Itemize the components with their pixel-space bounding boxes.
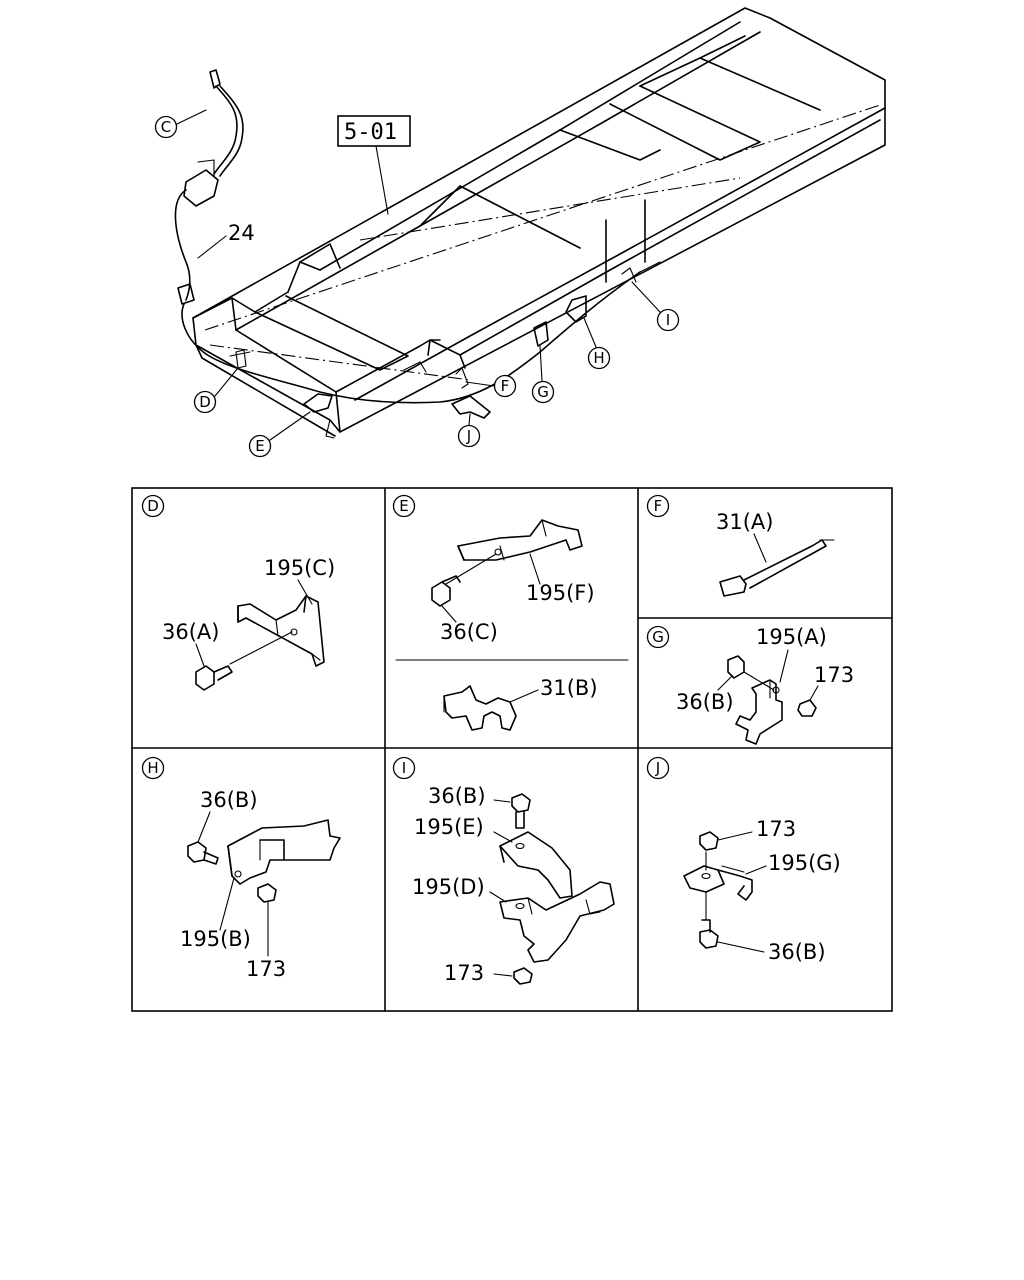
detail-e: E 195(F) 36(C) 31(B) [392,494,598,731]
label-36a: 36(A) [162,620,219,644]
label-173-i: 173 [444,961,484,985]
label-195a: 195(A) [756,625,827,649]
label-195d: 195(D) [412,875,485,899]
detail-f: F 31(A) [646,494,835,597]
ref-box-label: 5-01 [344,120,397,145]
svg-text:F: F [501,377,510,395]
detail-h-id: H [147,759,158,777]
svg-text:I: I [666,311,670,329]
label-195f: 195(F) [526,581,595,605]
label-173-g: 173 [814,663,854,687]
svg-text:G: G [537,383,549,401]
cable-24 [174,69,661,404]
detail-d-id: D [147,497,159,515]
label-36b-h: 36(B) [200,788,258,812]
svg-text:J: J [466,427,471,445]
callout-c: C [154,109,207,139]
frame-clips [235,267,637,419]
detail-i: I 36(B) 195(E) 195(D) 173 [392,756,615,985]
label-31b: 31(B) [540,676,598,700]
callout-i: I [631,281,680,332]
callout-e: E [248,411,311,458]
label-195g: 195(G) [768,851,841,875]
label-195b: 195(B) [180,927,251,951]
callout-h: H [583,317,611,370]
svg-text:D: D [199,393,211,411]
detail-d: D 195(C) 36(A) [141,494,335,691]
detail-i-id: I [402,759,406,777]
callout-g: G [531,345,555,404]
label-36b-i: 36(B) [428,784,486,808]
label-173-j: 173 [756,817,796,841]
detail-grid [131,487,893,1012]
callout-d: D [193,367,239,414]
label-195c: 195(C) [264,556,335,580]
label-36b-j: 36(B) [768,940,826,964]
detail-j: J 173 195(G) 36(B) [646,756,841,964]
chassis-frame [192,7,886,439]
detail-j-id: J [655,759,660,777]
detail-g-id: G [652,628,664,646]
part-label-24: 24 [228,221,255,245]
label-36c: 36(C) [440,620,498,644]
svg-text:H: H [593,349,604,367]
detail-g: G 195(A) 173 36(B) [646,625,854,745]
label-195e: 195(E) [414,815,484,839]
svg-text:C: C [161,118,171,136]
svg-text:E: E [255,437,264,455]
callout-f: F [465,374,517,398]
ref-box-5-01: 5-01 [337,115,411,215]
detail-e-id: E [399,497,408,515]
callout-j: J [457,413,481,448]
detail-f-id: F [654,497,663,515]
label-31a: 31(A) [716,510,773,534]
label-36b-g: 36(B) [676,690,734,714]
detail-h: H 36(B) 195(B) 173 [141,756,341,981]
label-173-h: 173 [246,957,286,981]
